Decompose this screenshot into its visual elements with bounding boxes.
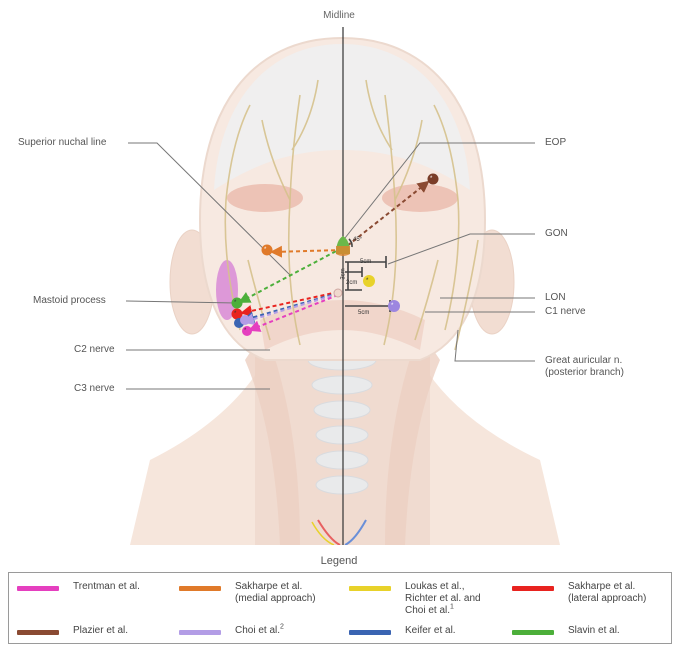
legend-footnote-mark: 2 <box>280 624 284 631</box>
legend-label: Slavin et al. <box>568 625 620 637</box>
midline-label: Midline <box>0 10 678 21</box>
legend-swatch <box>179 630 221 635</box>
point-star-icon: * <box>391 300 393 312</box>
gon-label: GON <box>545 228 568 240</box>
legend-swatch <box>512 586 554 591</box>
legend-item: Keifer et al. <box>349 625 456 637</box>
great-auricular-label: Great auricular n. (posterior branch) <box>545 355 624 379</box>
point-star-icon: * <box>430 173 432 185</box>
legend-footnote-mark: 1 <box>450 604 454 611</box>
point-star-icon: * <box>234 308 236 320</box>
legend-label: Sakharpe et al. (medial approach) <box>235 581 316 605</box>
legend-title: Legend <box>0 555 678 567</box>
legend-swatch <box>17 630 59 635</box>
legend-label: Trentman et al. <box>73 581 140 593</box>
point-star-icon: * <box>366 275 368 287</box>
point-star-icon: * <box>244 325 246 337</box>
mastoid-process-label: Mastoid process <box>33 295 106 307</box>
legend-item: Trentman et al. <box>17 581 140 593</box>
distance-3cm: 3cm <box>338 268 350 279</box>
legend-item: Sakharpe et al. (lateral approach) <box>512 581 646 605</box>
distance-5cm-top: 5cm <box>360 256 371 268</box>
lon-label: LON <box>545 292 566 304</box>
legend-item: Sakharpe et al. (medial approach) <box>179 581 316 605</box>
legend-swatch <box>349 630 391 635</box>
distance-5cm-bottom: 5cm <box>358 307 369 319</box>
legend-label: Plazier et al. <box>73 625 128 637</box>
legend-item: Plazier et al. <box>17 625 128 637</box>
c3-nerve-label: C3 nerve <box>74 383 115 395</box>
c2-nerve-label: C2 nerve <box>74 344 115 356</box>
legend-swatch <box>179 586 221 591</box>
legend-label: Choi et al.2 <box>235 625 284 637</box>
eop-label: EOP <box>545 137 566 149</box>
legend-item: Choi et al.2 <box>179 625 284 637</box>
legend-item: Loukas et al., Richter et al. and Choi e… <box>349 581 481 617</box>
legend-item: Slavin et al. <box>512 625 620 637</box>
legend-label: Keifer et al. <box>405 625 456 637</box>
legend-label: Sakharpe et al. (lateral approach) <box>568 581 646 605</box>
superior-nuchal-line-label: Superior nuchal line <box>18 137 106 149</box>
legend-swatch <box>17 586 59 591</box>
anatomy-diagram: * * * * * * * 45° 5cm 2cm 3cm 5cm Midlin… <box>0 0 678 545</box>
angle-label: 45° <box>353 234 362 246</box>
legend-swatch <box>512 630 554 635</box>
legend-box: Trentman et al. Sakharpe et al. (medial a… <box>8 572 672 644</box>
point-star-icon: * <box>264 244 266 256</box>
legend-swatch <box>349 586 391 591</box>
c1-nerve-label: C1 nerve <box>545 306 586 318</box>
legend-label: Loukas et al., Richter et al. and Choi e… <box>405 581 481 617</box>
